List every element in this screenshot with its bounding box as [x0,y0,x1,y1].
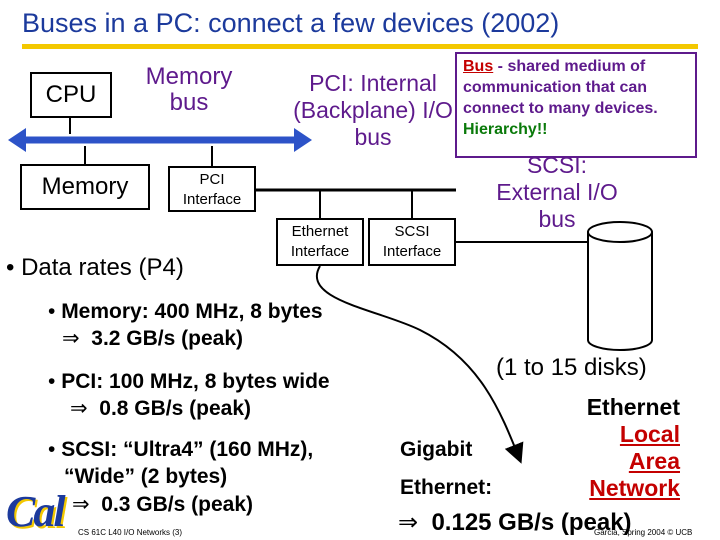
disks-label: (1 to 15 disks) [496,354,647,381]
memory-bus-label: Memory bus [145,63,233,116]
scsi-interface-box: SCSI Interface [368,218,456,266]
implies-icon: ⇒ [398,508,419,536]
bus-definition-callout: Bus - shared medium of communication tha… [455,52,697,158]
ethernet-interface-box: Ethernet Interface [276,218,364,266]
gigabit-label: Gigabit [400,438,473,461]
lan-label-local: Local [619,421,680,447]
lan-label-network: Network [589,475,680,501]
lan-label: Ethernet Local Area Network [540,394,680,502]
pci-bus-label: PCI: Internal (Backplane) I/O bus [293,70,453,150]
ethernet-rate-label: Ethernet: [400,476,493,499]
memory-rate: • Memory: 400 MHz, 8 bytes [48,300,323,323]
pci-rate-peak: ⇒ 0.8 GB/s (peak) [70,396,252,420]
scsi-rate-peak: ⇒ 0.3 GB/s (peak) [72,492,254,516]
implies-icon: ⇒ [62,326,80,350]
memory-bus-arrow [8,128,312,152]
scsi-rate-wide: “Wide” (2 bytes) [64,465,228,488]
scsi-interface-label: SCSI Interface [382,223,442,260]
lan-label-area: Area [628,448,680,474]
ethernet-interface-label: Ethernet Interface [290,223,350,260]
scsi-rate: • SCSI: “Ultra4” (160 MHz), [48,438,314,461]
cpu-label: CPU [45,81,97,108]
pci-rate-line1: PCI: 100 MHz, 8 bytes wide [61,370,330,393]
pci-rate: • PCI: 100 MHz, 8 bytes wide [48,370,330,393]
callout-text: - shared medium of communication that ca… [463,58,658,117]
memory-label: Memory [41,173,129,200]
ethernet-rate-value: ⇒ 0.125 GB/s (peak) [398,508,632,536]
slide-title: Buses in a PC: connect a few devices (20… [22,8,560,38]
implies-icon: ⇒ [72,492,90,516]
ethernet-cable-curve [316,265,524,464]
pci-interface-box: PCI Interface [168,166,256,212]
cpu-box: CPU [30,72,112,118]
memory-rate-line1: Memory: 400 MHz, 8 bytes [61,300,323,323]
footer-left: CS 61C L40 I/O Networks (3) [78,528,183,537]
scsi-rate-line1: SCSI: “Ultra4” (160 MHz), [61,438,314,461]
footer-right: Garcia, Spring 2004 © UCB [594,528,693,537]
callout-term: Bus [463,58,494,75]
callout-hierarchy: Hierarchy!! [463,121,548,138]
scsi-bus-label: SCSI: External I/O bus [496,152,618,232]
implies-icon: ⇒ [70,396,88,420]
pci-interface-label: PCI Interface [182,171,242,208]
data-rates-heading: • Data rates (P4) [6,254,184,281]
title-underline [22,44,698,49]
lan-label-ethernet: Ethernet [586,394,680,420]
memory-box: Memory [20,164,150,210]
cal-logo: Cal [6,487,66,536]
disk-icon [587,221,653,351]
memory-rate-peak: ⇒ 3.2 GB/s (peak) [62,326,244,350]
